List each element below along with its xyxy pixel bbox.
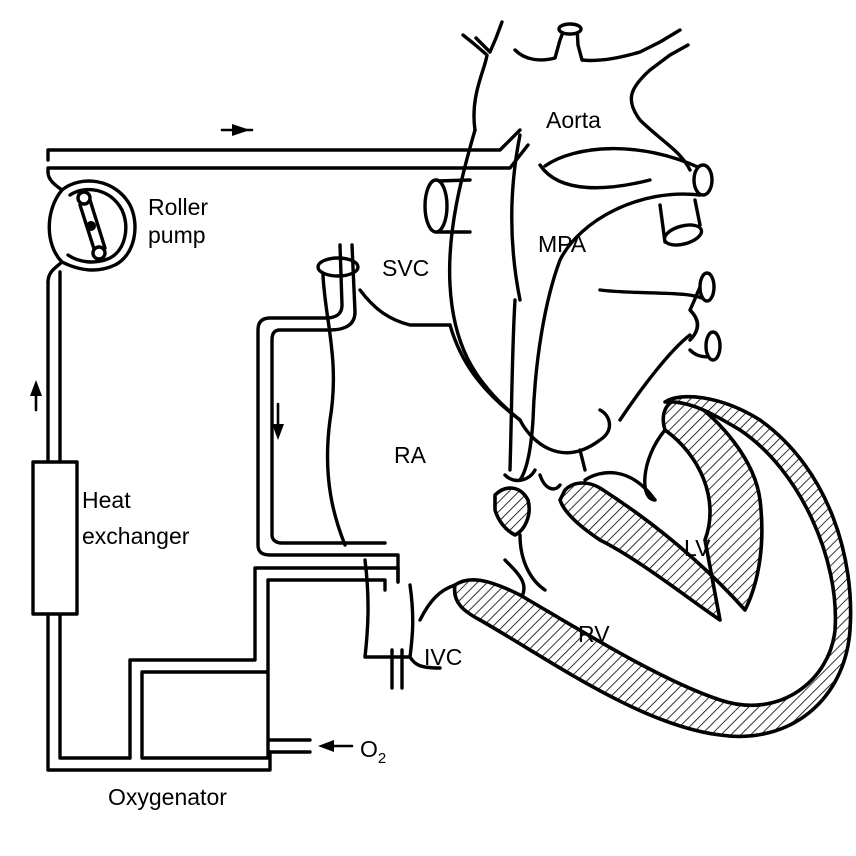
pulmonary-valve [503,468,562,491]
roller-top [76,190,92,206]
down-arrow [272,424,284,440]
heart [316,20,853,739]
rv-label: RV [578,621,610,647]
ra-label: RA [394,442,427,468]
ascending-aorta-outline [447,128,522,422]
mpa-lower-branch-end [662,223,704,247]
svc-label: SVC [382,255,429,281]
left-vessel-stub [435,178,472,234]
inferior-vena-cava [363,558,442,670]
roller-pump-label-line2: pump [148,222,206,248]
heat-exchanger-label-line2: exchanger [82,523,190,549]
svc-wall [321,273,347,547]
o2-label-o: O [360,736,378,762]
oxygen-inlet [268,738,312,754]
ventricular-septum [558,397,764,622]
ascending-aorta-inner [510,133,522,302]
roller-pump-rotor-right [88,198,107,250]
oxygen-arrow-head [318,740,334,752]
tricuspid-valve [493,486,531,537]
bypass-circuit [30,124,530,772]
upward-arrow [30,380,42,396]
pump-to-heat-exchanger-line [46,270,62,462]
lv-inner-wall [583,428,667,502]
superior-vena-cava [358,288,452,327]
roller-pump-inner [66,187,128,264]
o2-label: O2 [360,736,386,767]
heat-exchanger-label-line1: Heat [82,487,131,513]
aorta-label: Aorta [546,107,601,133]
lv-label: LV [684,535,711,561]
venous-drainage-line [256,243,400,584]
outer-ventricle-wall [452,394,853,739]
main-pulmonary-artery [508,146,702,482]
svc-opening [316,256,360,278]
oxygenator [128,566,400,760]
roller-hub [86,221,96,231]
labels: Aorta Roller pump SVC MPA RA Heat exchan… [82,107,711,810]
aortic-branch-end [557,22,583,36]
mpa-label: MPA [538,231,587,257]
ivc-cannula [390,648,404,690]
right-atrium-wall [448,323,612,472]
roller-pump [46,170,137,284]
arterial-return-line [46,128,530,174]
mpa-arch-curve [538,163,652,190]
oxygenator-label: Oxygenator [108,784,227,810]
roller-bottom [91,245,107,261]
ivc-label: IVC [424,644,462,670]
mpa-upper-branch-end [692,163,714,197]
aortic-arch [461,20,692,172]
pulmonary-vein-end-1 [698,271,716,303]
o2-label-subscript: 2 [378,750,386,767]
pulmonary-veins [598,273,717,422]
roller-pump-housing [46,170,137,284]
pulmonary-vein-end-2 [704,330,722,362]
left-vessel-stub-end [423,178,449,234]
roller-pump-label-line1: Roller [148,194,208,220]
ivc-to-rv [418,583,457,622]
heat-exchanger [31,460,79,616]
heat-exchanger-to-oxygenator-line [46,613,272,772]
